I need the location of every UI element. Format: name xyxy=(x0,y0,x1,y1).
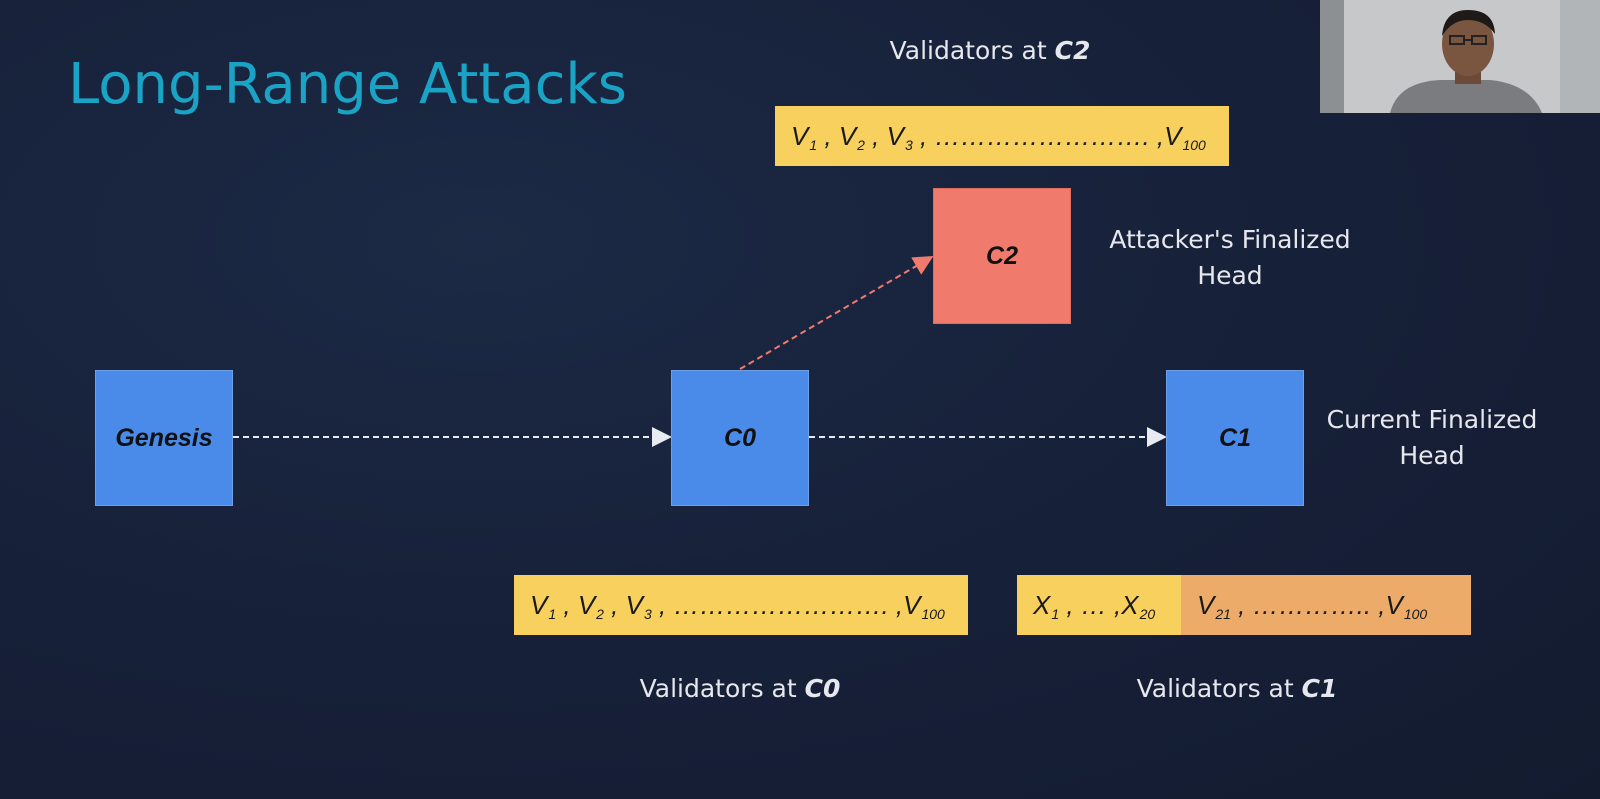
validator-v2: V xyxy=(838,120,857,151)
subscript-21: 21 xyxy=(1215,606,1231,622)
slide-title: Long-Range Attacks xyxy=(68,52,627,117)
current-finalized-head-label: Current Finalized Head xyxy=(1312,402,1552,474)
caption-validators-c1: Validators at C1 xyxy=(1077,674,1397,703)
arrow-c0-to-c2 xyxy=(739,255,934,370)
ellipsis: , ……………………. , xyxy=(659,589,904,620)
validator-v3: V xyxy=(625,589,643,620)
caption-validators-c2: Validators at C2 xyxy=(830,36,1150,65)
subscript-20: 20 xyxy=(1139,606,1156,622)
current-head-line1: Current Finalized xyxy=(1326,405,1538,434)
attacker-head-line2: Head xyxy=(1197,261,1263,290)
c2-block: C2 xyxy=(933,188,1071,324)
caption-c1-prefix: Validators at xyxy=(1136,674,1302,703)
caption-c1-name: C1 xyxy=(1301,674,1338,703)
validator-v100: V xyxy=(1385,589,1403,620)
validator-v100: V xyxy=(903,589,921,620)
caption-c2-name: C2 xyxy=(1054,36,1091,65)
subscript-100: 100 xyxy=(1182,137,1206,153)
validator-v100: V xyxy=(1164,120,1182,151)
subscript-2: 2 xyxy=(596,606,604,622)
caption-c0-name: C0 xyxy=(804,674,841,703)
caption-c2-prefix: Validators at xyxy=(889,36,1055,65)
ellipsis: , ………….. , xyxy=(1238,589,1386,620)
ellipsis: , ……………………. , xyxy=(920,120,1165,151)
subscript-3: 3 xyxy=(643,606,652,622)
presenter-video-feed-icon xyxy=(1320,0,1600,113)
validator-v3: V xyxy=(886,120,904,151)
validator-x20: X xyxy=(1121,589,1139,620)
validator-v1: V xyxy=(791,120,809,151)
current-head-line2: Head xyxy=(1399,441,1465,470)
subscript-1: 1 xyxy=(1051,606,1060,622)
attacker-head-line1: Attacker's Finalized xyxy=(1109,225,1351,254)
attacker-finalized-head-label: Attacker's Finalized Head xyxy=(1100,222,1360,294)
subscript-1: 1 xyxy=(809,137,818,153)
validator-v2: V xyxy=(577,589,596,620)
subscript-100: 100 xyxy=(921,606,945,622)
c0-block: C0 xyxy=(671,370,809,506)
caption-validators-c0: Validators at C0 xyxy=(580,674,900,703)
subscript-100: 100 xyxy=(1403,606,1428,622)
c1-block: C1 xyxy=(1166,370,1304,506)
subscript-2: 2 xyxy=(857,137,865,153)
subscript-3: 3 xyxy=(904,137,913,153)
ellipsis: , … , xyxy=(1066,589,1122,620)
presenter-webcam xyxy=(1320,0,1600,113)
caption-c0-prefix: Validators at xyxy=(639,674,805,703)
validator-v21: V xyxy=(1197,589,1215,620)
validator-v1: V xyxy=(530,589,548,620)
genesis-block: Genesis xyxy=(95,370,233,506)
validator-x1: X xyxy=(1033,589,1051,620)
subscript-1: 1 xyxy=(548,606,557,622)
